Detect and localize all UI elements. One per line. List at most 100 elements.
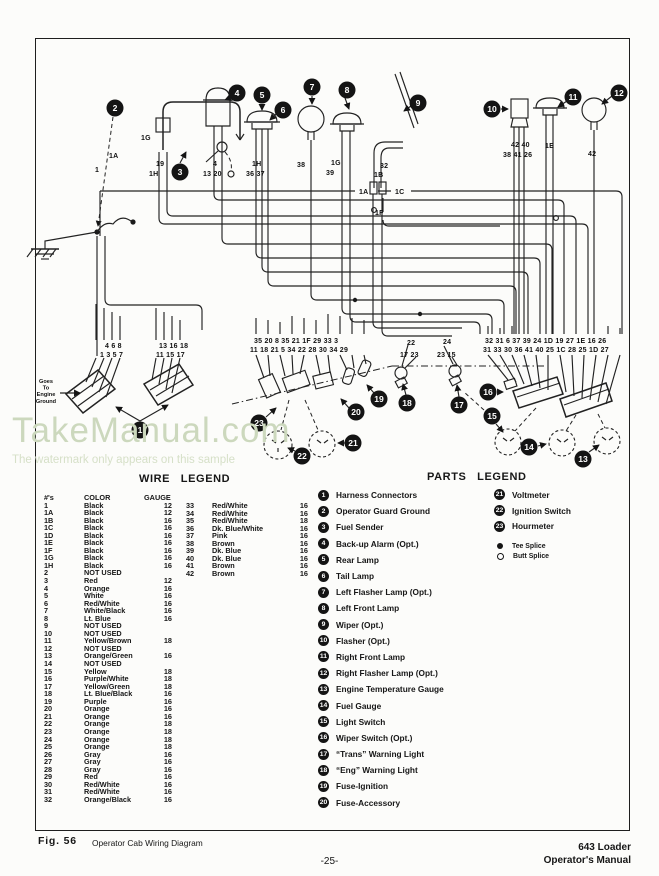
parts-legend-item: 17 “Trans” Warning Light (318, 746, 444, 762)
wire-legend-title: WIRE LEGEND (139, 473, 231, 485)
wire-legend-row: 19 Purple 16 (44, 698, 172, 706)
splice-legend-item: Butt Splice (497, 551, 549, 561)
wire-gauge: 18 (163, 666, 172, 676)
svg-text:10: 10 (487, 104, 497, 114)
part-callout-22: 22 (293, 447, 311, 465)
parts-legend-item: 14 Fuel Gauge (318, 697, 444, 713)
wire-color: Black (84, 553, 104, 563)
wire-color: Dk. Blue/White (212, 523, 264, 533)
part-number-badge: 22 (494, 505, 505, 517)
part-label: Tail Lamp (336, 571, 375, 582)
splice-icon (497, 543, 503, 549)
wire-label: 38 (297, 162, 305, 169)
wire-label: 31 33 30 36 41 40 25 1C 28 25 1D 27 (483, 347, 609, 354)
wire-number: 1E (44, 538, 53, 548)
wire-number: 7 (44, 606, 49, 616)
wire-number: 35 (186, 516, 195, 526)
wire-label: 39 (326, 170, 334, 177)
svg-text:7: 7 (310, 82, 315, 92)
wire-color: Orange (84, 734, 110, 744)
wire-legend-row: 11 Yellow/Brown 18 (44, 637, 172, 645)
splice-label: Butt Splice (513, 552, 549, 560)
wire-gauge: 18 (163, 742, 172, 752)
wire-gauge: 16 (163, 530, 172, 540)
wire-label: 1F (375, 210, 384, 217)
wire-gauge: 18 (163, 636, 172, 646)
wire-legend-row: 13 Orange/Green 16 (44, 652, 172, 660)
part-number-badge: 12 (318, 667, 329, 679)
wire-color: Black (84, 523, 104, 533)
wire-color: Red (84, 576, 98, 586)
wire-legend-row: 20 Orange 16 (44, 705, 172, 713)
wire-number: 26 (44, 749, 53, 759)
part-callout-21: 21 (344, 434, 362, 452)
part-number-badge: 21 (494, 489, 505, 501)
wire-legend-row: 39 Dk. Blue 16 (186, 547, 308, 555)
figure-number: Fig. 56 (38, 835, 77, 847)
wire-color: Yellow/Green (84, 681, 130, 691)
wire-label: 36 37 (246, 171, 265, 178)
parts-legend-item: 8 Left Front Lamp (318, 600, 444, 616)
part-label: Right Front Lamp (336, 651, 406, 662)
parts-legend-item: 22 Ignition Switch (494, 503, 571, 519)
wire-gauge: 16 (299, 553, 308, 563)
wire-legend-row: 18 Lt. Blue/Black 16 (44, 690, 172, 698)
wire-number: 25 (44, 742, 53, 752)
wire-color: Purple (84, 696, 107, 706)
wire-color: White/Black (84, 606, 126, 616)
document-title-line2: Operator's Manual (543, 854, 631, 866)
wire-color: Black (84, 560, 104, 570)
wire-label: 1A (359, 189, 368, 196)
wire-number: 31 (44, 787, 53, 797)
wire-number: 29 (44, 772, 53, 782)
part-number-badge: 5 (318, 554, 329, 566)
ground-note-line: Ground (36, 399, 57, 405)
wire-number: 38 (186, 538, 195, 548)
part-label: Ignition Switch (512, 505, 571, 516)
wire-legend-row: 38 Brown 16 (186, 540, 308, 548)
wire-gauge: 16 (299, 546, 308, 556)
wire-legend-row: 22 Orange 18 (44, 720, 172, 728)
part-callout-4: 4 (228, 84, 246, 102)
wire-number: 28 (44, 764, 53, 774)
wire-gauge: 16 (299, 531, 308, 541)
wire-number: 1C (44, 523, 54, 533)
wire-gauge: 16 (163, 591, 172, 601)
svg-text:4: 4 (235, 88, 240, 98)
wire-number: 1H (44, 560, 54, 570)
part-callout-17: 17 (450, 396, 468, 414)
wire-gauge: 16 (299, 501, 308, 510)
wire-label: 1H (252, 161, 261, 168)
wire-color: Black (84, 508, 104, 518)
wire-color: NOT USED (84, 568, 122, 578)
wire-gauge: 16 (163, 779, 172, 789)
part-label: Harness Connectors (336, 490, 418, 501)
wire-label: 13 16 18 (159, 343, 188, 350)
wire-label: 1 3 5 7 (100, 352, 123, 359)
wire-color: Black (84, 545, 104, 555)
wire-gauge: 18 (299, 516, 308, 526)
page-number: -25- (320, 856, 339, 867)
ground-note-line: To (43, 386, 50, 392)
svg-text:15: 15 (487, 411, 497, 421)
parts-legend-item: 13 Engine Temperature Gauge (318, 681, 444, 697)
part-number-badge: 2 (318, 505, 329, 517)
svg-text:5: 5 (260, 90, 265, 100)
svg-text:9: 9 (416, 98, 421, 108)
wire-number: 10 (44, 628, 53, 638)
wire-color: NOT USED (84, 643, 122, 653)
wire-number: 5 (44, 591, 49, 601)
wire-number: 19 (44, 696, 53, 706)
parts-legend-item: 21 Voltmeter (494, 487, 571, 503)
part-number-badge: 11 (318, 651, 329, 663)
svg-text:2: 2 (113, 103, 118, 113)
wire-number: 24 (44, 734, 53, 744)
wire-label: 1B (374, 172, 383, 179)
parts-legend-item: 10 Flasher (Opt.) (318, 633, 444, 649)
wire-gauge: 16 (163, 749, 172, 759)
col-header-color: COLOR (84, 493, 111, 502)
svg-text:11: 11 (568, 92, 577, 102)
wire-gauge: 16 (163, 689, 172, 699)
svg-text:17: 17 (454, 400, 464, 410)
part-label: “Trans” Warning Light (336, 749, 425, 760)
